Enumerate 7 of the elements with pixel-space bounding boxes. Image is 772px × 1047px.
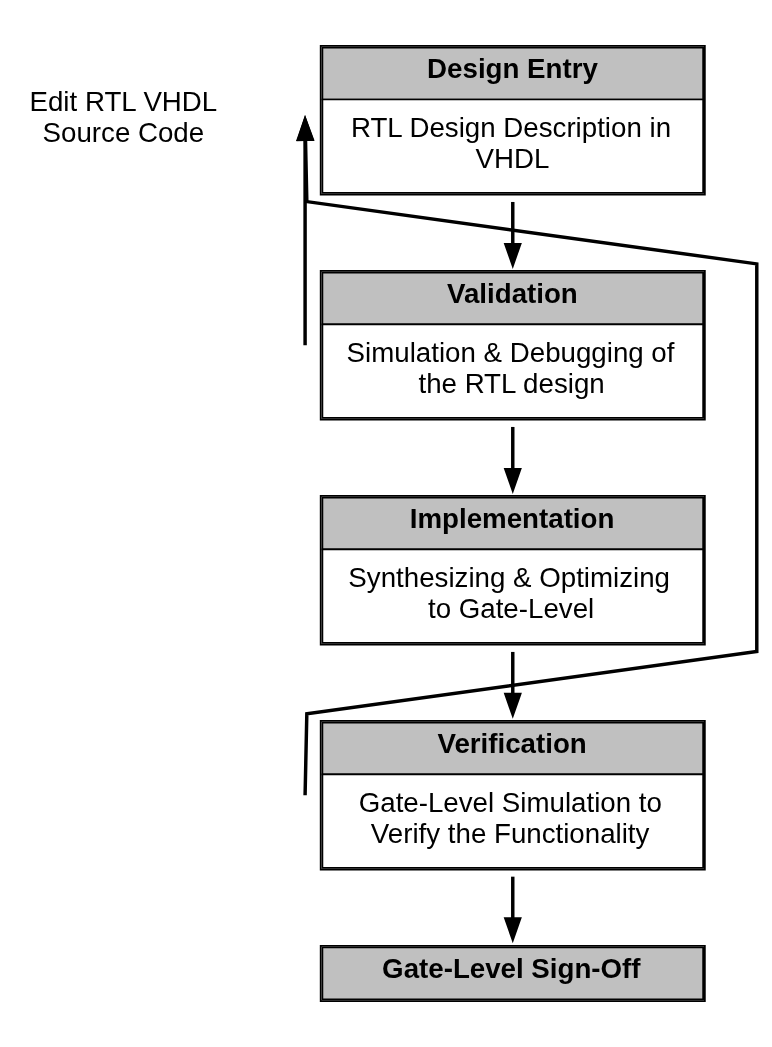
arrow	[503, 876, 522, 944]
arrow	[503, 651, 522, 719]
label: Edit RTL VHDL Source Code	[29, 86, 218, 149]
arrow	[503, 201, 522, 269]
arrow	[296, 115, 315, 346]
arrow	[503, 426, 522, 494]
arrow	[296, 115, 759, 796]
